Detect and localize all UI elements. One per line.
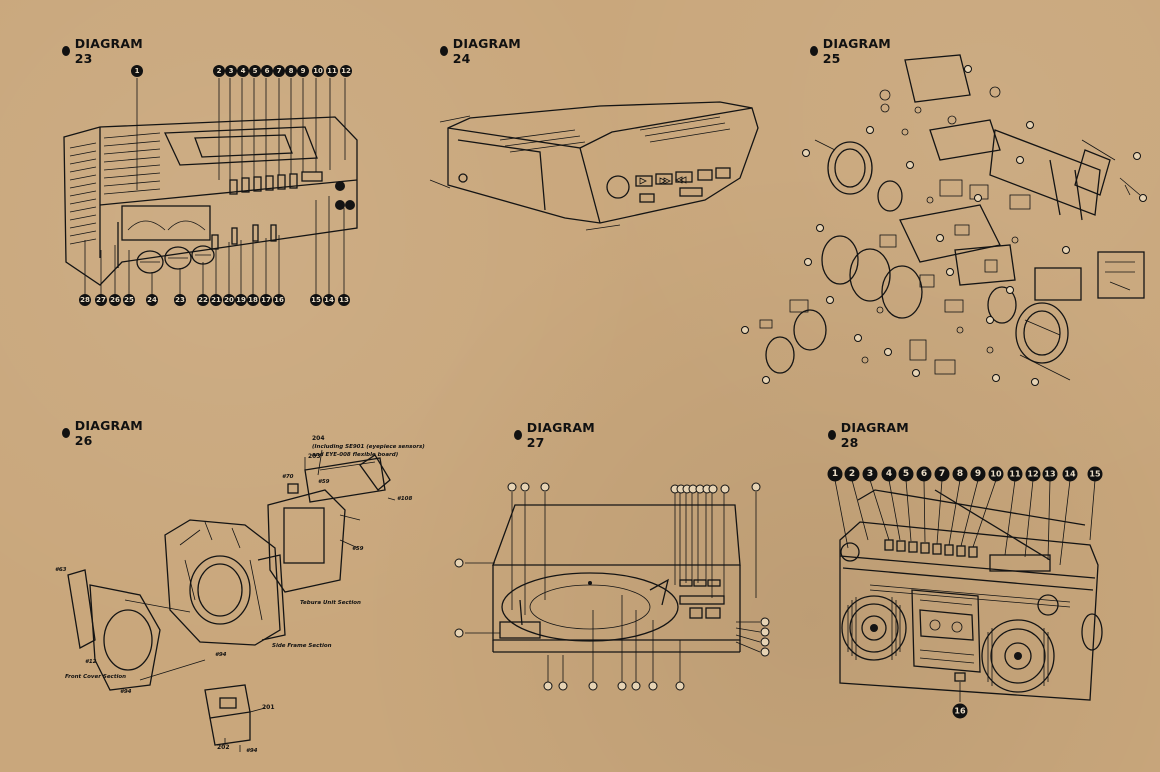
- d23-callout-1: 1: [135, 67, 140, 75]
- d26-note-204-1: (Including SE901 (eyepiece sensors): [312, 444, 425, 450]
- d23-callout-21: 21: [211, 296, 221, 304]
- d26-label-side-frame: Side Frame Section: [272, 643, 332, 649]
- d23-callout-11: 11: [327, 67, 337, 75]
- d26-ref-108: #108: [397, 496, 412, 502]
- diagram-23-heading: DIAGRAM 23: [62, 36, 145, 66]
- d23-callout-19: 19: [236, 296, 246, 304]
- d26-ref-59-a: #59: [318, 479, 330, 485]
- d23-callout-25: 25: [124, 296, 134, 304]
- d23-callout-16: 16: [274, 296, 284, 304]
- d28-callout-7: 7: [939, 469, 945, 479]
- d23-callout-9: 9: [301, 67, 306, 75]
- d28-callout-13: 13: [1044, 470, 1055, 479]
- diagram-25-heading: DIAGRAM 25: [810, 36, 893, 66]
- diagram-27-heading: DIAGRAM 27: [514, 420, 597, 450]
- d23-callout-23: 23: [175, 296, 185, 304]
- d26-ref-70: #70: [282, 474, 294, 480]
- d26-ref-59-b: #59: [352, 546, 364, 552]
- bullet-icon: [514, 430, 522, 440]
- d28-callout-15: 15: [1089, 470, 1101, 479]
- d28-callout-16: 16: [954, 707, 966, 716]
- diagram-24-heading: DIAGRAM 24: [440, 36, 523, 66]
- d23-callout-4: 4: [241, 67, 246, 75]
- d26-label-front-cover: Front Cover Section: [65, 674, 126, 680]
- d26-label-202: 202: [217, 744, 230, 751]
- d28-callout-1: 1: [832, 469, 838, 479]
- d28-callout-11: 11: [1009, 470, 1021, 479]
- d23-callout-10: 10: [313, 67, 323, 75]
- d28-callout-10: 10: [990, 470, 1002, 479]
- d23-callout-6: 6: [265, 67, 270, 75]
- d23-callout-26: 26: [110, 296, 120, 304]
- d26-ref-94-b: #94: [215, 652, 227, 658]
- bullet-icon: [62, 46, 70, 56]
- d23-callout-27: 27: [96, 296, 106, 304]
- bullet-icon: [440, 46, 448, 56]
- diagram-23-title: DIAGRAM 23: [74, 36, 143, 66]
- d26-note-204-2: and EYE-008 flexible board): [312, 452, 398, 458]
- d28-callout-14: 14: [1064, 470, 1076, 479]
- d23-callout-18: 18: [248, 296, 258, 304]
- d23-callout-7: 7: [277, 67, 282, 75]
- diagram-28-heading: DIAGRAM 28: [828, 420, 911, 450]
- d23-callout-13: 13: [339, 296, 349, 304]
- d26-ref-12: #12: [85, 659, 97, 665]
- d23-callout-22: 22: [198, 296, 208, 304]
- d28-callout-6: 6: [921, 469, 927, 479]
- diagram-28-title: DIAGRAM 28: [840, 420, 909, 450]
- d23-callout-5: 5: [253, 67, 258, 75]
- d26-label-tebura-unit: Tebura Unit Section: [300, 600, 361, 606]
- d23-callout-8: 8: [289, 67, 294, 75]
- d23-callout-14: 14: [324, 296, 334, 304]
- diagram-26-title: DIAGRAM 26: [74, 418, 143, 448]
- d23-callout-17: 17: [261, 296, 271, 304]
- d28-callout-12: 12: [1027, 470, 1038, 479]
- diagram-27-title: DIAGRAM 27: [526, 420, 595, 450]
- diagram-26-heading: DIAGRAM 26: [62, 418, 145, 448]
- d26-label-201: 201: [262, 704, 275, 711]
- d23-callout-20: 20: [224, 296, 234, 304]
- d28-callout-9: 9: [975, 469, 981, 479]
- bullet-icon: [828, 430, 836, 440]
- d26-ref-94-a: #94: [120, 689, 132, 695]
- d28-callout-5: 5: [903, 469, 909, 479]
- d26-ref-63: #63: [55, 567, 67, 573]
- bullet-icon: [810, 46, 818, 56]
- d23-callout-15: 15: [311, 296, 321, 304]
- d28-callout-4: 4: [886, 469, 892, 479]
- d28-callout-2: 2: [849, 469, 855, 479]
- d26-label-203: 203: [308, 453, 321, 460]
- d28-callout-3: 3: [867, 469, 873, 479]
- d28-callout-8: 8: [957, 469, 963, 479]
- d23-callout-28: 28: [80, 296, 90, 304]
- d26-label-204: 204: [312, 435, 325, 442]
- d26-ref-94-c: #94: [246, 748, 258, 754]
- d23-callout-12: 12: [341, 67, 351, 75]
- diagram-25-title: DIAGRAM 25: [822, 36, 891, 66]
- d23-callout-2: 2: [217, 67, 222, 75]
- d23-callout-24: 24: [147, 296, 157, 304]
- diagram-24-title: DIAGRAM 24: [452, 36, 521, 66]
- bullet-icon: [62, 428, 70, 438]
- d23-callout-3: 3: [229, 67, 234, 75]
